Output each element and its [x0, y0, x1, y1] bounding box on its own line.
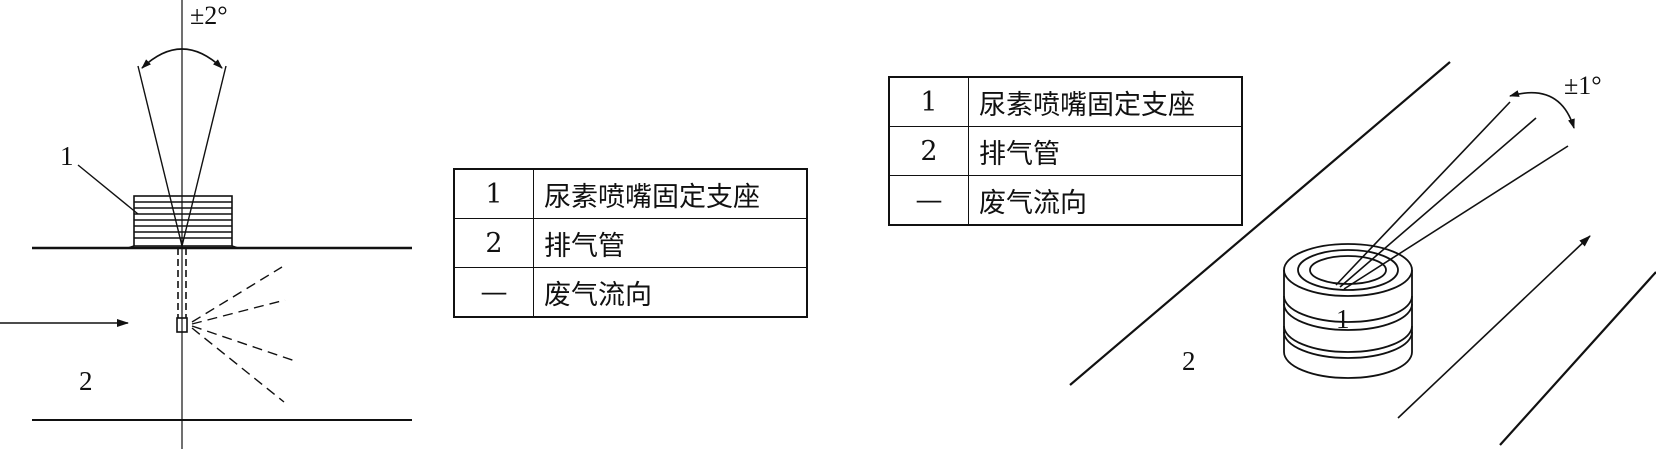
legend-desc: 废气流向	[533, 267, 808, 318]
legend-desc: 尿素喷嘴固定支座	[533, 168, 808, 219]
spray-line-3	[191, 325, 299, 363]
tolerance-line-1	[1335, 101, 1511, 286]
left-part-2-label: 2	[79, 366, 93, 396]
legend-key: 2	[453, 218, 534, 268]
nozzle-tip	[176, 317, 188, 333]
right-legend-table: 1 尿素喷嘴固定支座 2 排气管 — 废气流向	[888, 76, 1243, 226]
tolerance-arc-right	[1509, 90, 1575, 129]
tolerance-line-2	[1339, 117, 1537, 288]
legend-row: 1 尿素喷嘴固定支座	[453, 168, 808, 219]
legend-row: — 废气流向	[453, 267, 808, 318]
right-angle-label: ±1°	[1564, 71, 1602, 100]
spray-line-4	[191, 327, 285, 403]
nozzle-mount-cylinder	[1283, 243, 1413, 379]
legend-key: 2	[888, 126, 969, 176]
left-part-1-label: 1	[60, 141, 74, 171]
exhaust-pipe-upper-wall	[1069, 61, 1451, 386]
nozzle-mount	[127, 195, 239, 249]
left-angle-label: ±2°	[190, 1, 228, 30]
legend-desc: 废气流向	[968, 175, 1243, 226]
part-1-leader	[77, 164, 139, 215]
legend-row: 2 排气管	[888, 126, 1243, 176]
right-figure	[1069, 61, 1656, 446]
legend-key: —	[453, 267, 534, 318]
tolerance-line-left	[137, 65, 183, 247]
legend-row: 1 尿素喷嘴固定支座	[888, 76, 1243, 127]
tolerance-line-3	[1343, 145, 1569, 290]
legend-row: — 废气流向	[888, 175, 1243, 226]
tolerance-arc	[141, 48, 223, 69]
legend-key: 1	[888, 76, 969, 127]
left-figure	[0, 0, 412, 449]
legend-desc: 排气管	[968, 126, 1243, 176]
legend-key: —	[888, 175, 969, 226]
legend-desc: 排气管	[533, 218, 808, 268]
legend-desc: 尿素喷嘴固定支座	[968, 76, 1243, 127]
exhaust-pipe-lower-wall	[1499, 271, 1656, 446]
left-legend-table: 1 尿素喷嘴固定支座 2 排气管 — 废气流向	[453, 168, 808, 318]
legend-row: 2 排气管	[453, 218, 808, 268]
spray-line-1	[191, 266, 283, 323]
exhaust-flow-arrow-right	[1397, 235, 1591, 419]
right-part-1-label: 1	[1336, 304, 1350, 334]
tolerance-line-right	[181, 65, 227, 247]
spray-line-2	[191, 299, 286, 325]
legend-key: 1	[453, 168, 534, 219]
right-part-2-label: 2	[1182, 346, 1196, 376]
